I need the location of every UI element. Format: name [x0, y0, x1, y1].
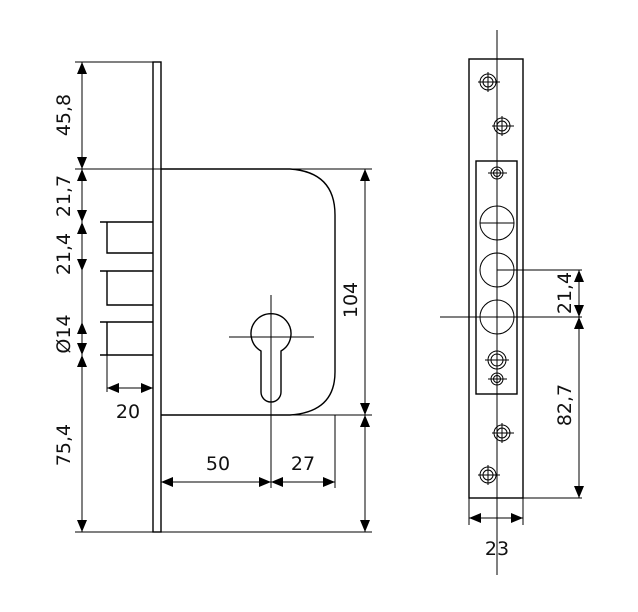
lock-body	[161, 168, 336, 416]
dim-backset: 50	[206, 453, 230, 475]
dim-faceplate-to-bolt: 21,7	[53, 175, 75, 217]
side-dim-width: 23	[485, 538, 509, 560]
dim-bolt-pitch: 21,4	[53, 233, 75, 275]
dim-top: 45,8	[53, 94, 75, 136]
screw-holes	[478, 72, 514, 485]
side-dim-to-bottom: 82,7	[554, 384, 576, 426]
side-view: 21,4 82,7 23	[440, 30, 584, 575]
dim-bolt-diameter: Ø14	[53, 314, 75, 353]
side-dim-pitch: 21,4	[554, 272, 576, 314]
faceplate	[152, 61, 162, 533]
faceplate-side	[468, 58, 524, 499]
front-view: 45,8 21,7 21,4 Ø14 75,4 20 50 27 104	[53, 61, 372, 533]
dim-body-height: 104	[340, 282, 362, 318]
cylinder-keyhole	[229, 295, 314, 488]
dim-bolt-throw: 20	[116, 401, 140, 423]
dim-cyl-to-edge: 27	[291, 453, 315, 475]
bolts	[100, 221, 153, 356]
dim-bottom: 75,4	[53, 424, 75, 466]
